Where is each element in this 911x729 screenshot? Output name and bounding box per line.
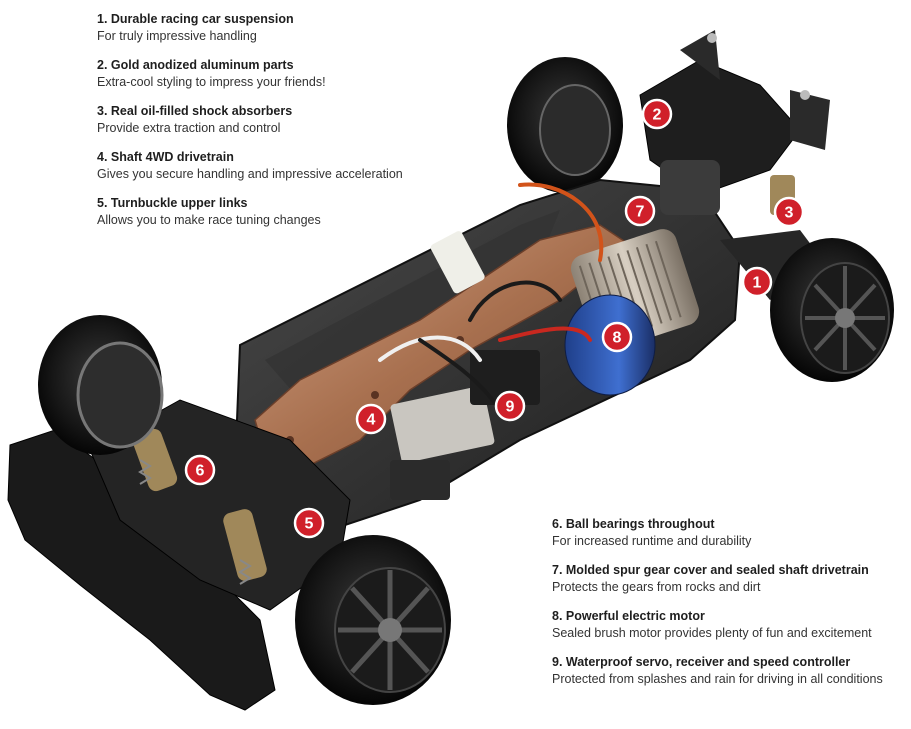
feature-title: 1. Durable racing car suspension [97,12,294,26]
callout-marker-7: 7 [624,195,656,227]
feature-item: 5. Turnbuckle upper links Allows you to … [97,195,437,229]
rear-left-wheel [507,57,623,193]
feature-description: Gives you secure handling and impressive… [97,167,403,181]
callout-marker-label: 8 [613,330,622,347]
feature-list-right: 6. Ball bearings throughout For increase… [552,516,902,700]
callout-marker-label: 7 [636,204,645,221]
feature-item: 4. Shaft 4WD drivetrain Gives you secure… [97,149,437,183]
feature-title: 2. Gold anodized aluminum parts [97,58,294,72]
callout-marker-label: 1 [753,275,762,292]
feature-title: 9. Waterproof servo, receiver and speed … [552,655,851,669]
callout-marker-label: 6 [196,463,205,480]
feature-item: 7. Molded spur gear cover and sealed sha… [552,562,902,596]
callout-marker-5: 5 [293,507,325,539]
feature-item: 2. Gold anodized aluminum parts Extra-co… [97,57,437,91]
feature-item: 1. Durable racing car suspension For tru… [97,11,437,45]
feature-description: Allows you to make race tuning changes [97,213,321,227]
feature-description: Extra-cool styling to impress your frien… [97,75,326,89]
callout-marker-label: 2 [653,107,662,124]
feature-list-left: 1. Durable racing car suspension For tru… [97,11,437,241]
feature-title: 8. Powerful electric motor [552,609,705,623]
electronics-box [390,350,540,500]
feature-item: 3. Real oil-filled shock absorbers Provi… [97,103,437,137]
feature-description: Provide extra traction and control [97,121,281,135]
callout-marker-8: 8 [601,321,633,353]
feature-title: 5. Turnbuckle upper links [97,196,248,210]
feature-title: 3. Real oil-filled shock absorbers [97,104,293,118]
callout-marker-label: 3 [785,205,794,222]
callout-marker-9: 9 [494,390,526,422]
rear-right-wheel [770,238,894,382]
feature-item: 9. Waterproof servo, receiver and speed … [552,654,902,688]
feature-item: 6. Ball bearings throughout For increase… [552,516,902,550]
callout-marker-label: 4 [367,412,376,429]
front-suspension [89,399,351,611]
feature-title: 6. Ball bearings throughout [552,517,715,531]
feature-description: Protected from splashes and rain for dri… [552,672,883,686]
feature-title: 4. Shaft 4WD drivetrain [97,150,234,164]
feature-description: For truly impressive handling [97,29,257,43]
feature-description: Protects the gears from rocks and dirt [552,580,761,594]
feature-title: 7. Molded spur gear cover and sealed sha… [552,563,869,577]
callout-marker-2: 2 [641,98,673,130]
feature-item: 8. Powerful electric motor Sealed brush … [552,608,902,642]
feature-description: For increased runtime and durability [552,534,752,548]
callout-marker-label: 9 [506,399,515,416]
callout-marker-3: 3 [773,196,805,228]
front-right-wheel [295,535,451,705]
callout-marker-1: 1 [741,266,773,298]
callout-marker-label: 5 [305,516,314,533]
callout-marker-4: 4 [355,403,387,435]
wiring [378,182,604,412]
callout-marker-6: 6 [184,454,216,486]
front-left-wheel [38,315,164,455]
feature-description: Sealed brush motor provides plenty of fu… [552,626,872,640]
rear-shock-tower [639,30,830,215]
